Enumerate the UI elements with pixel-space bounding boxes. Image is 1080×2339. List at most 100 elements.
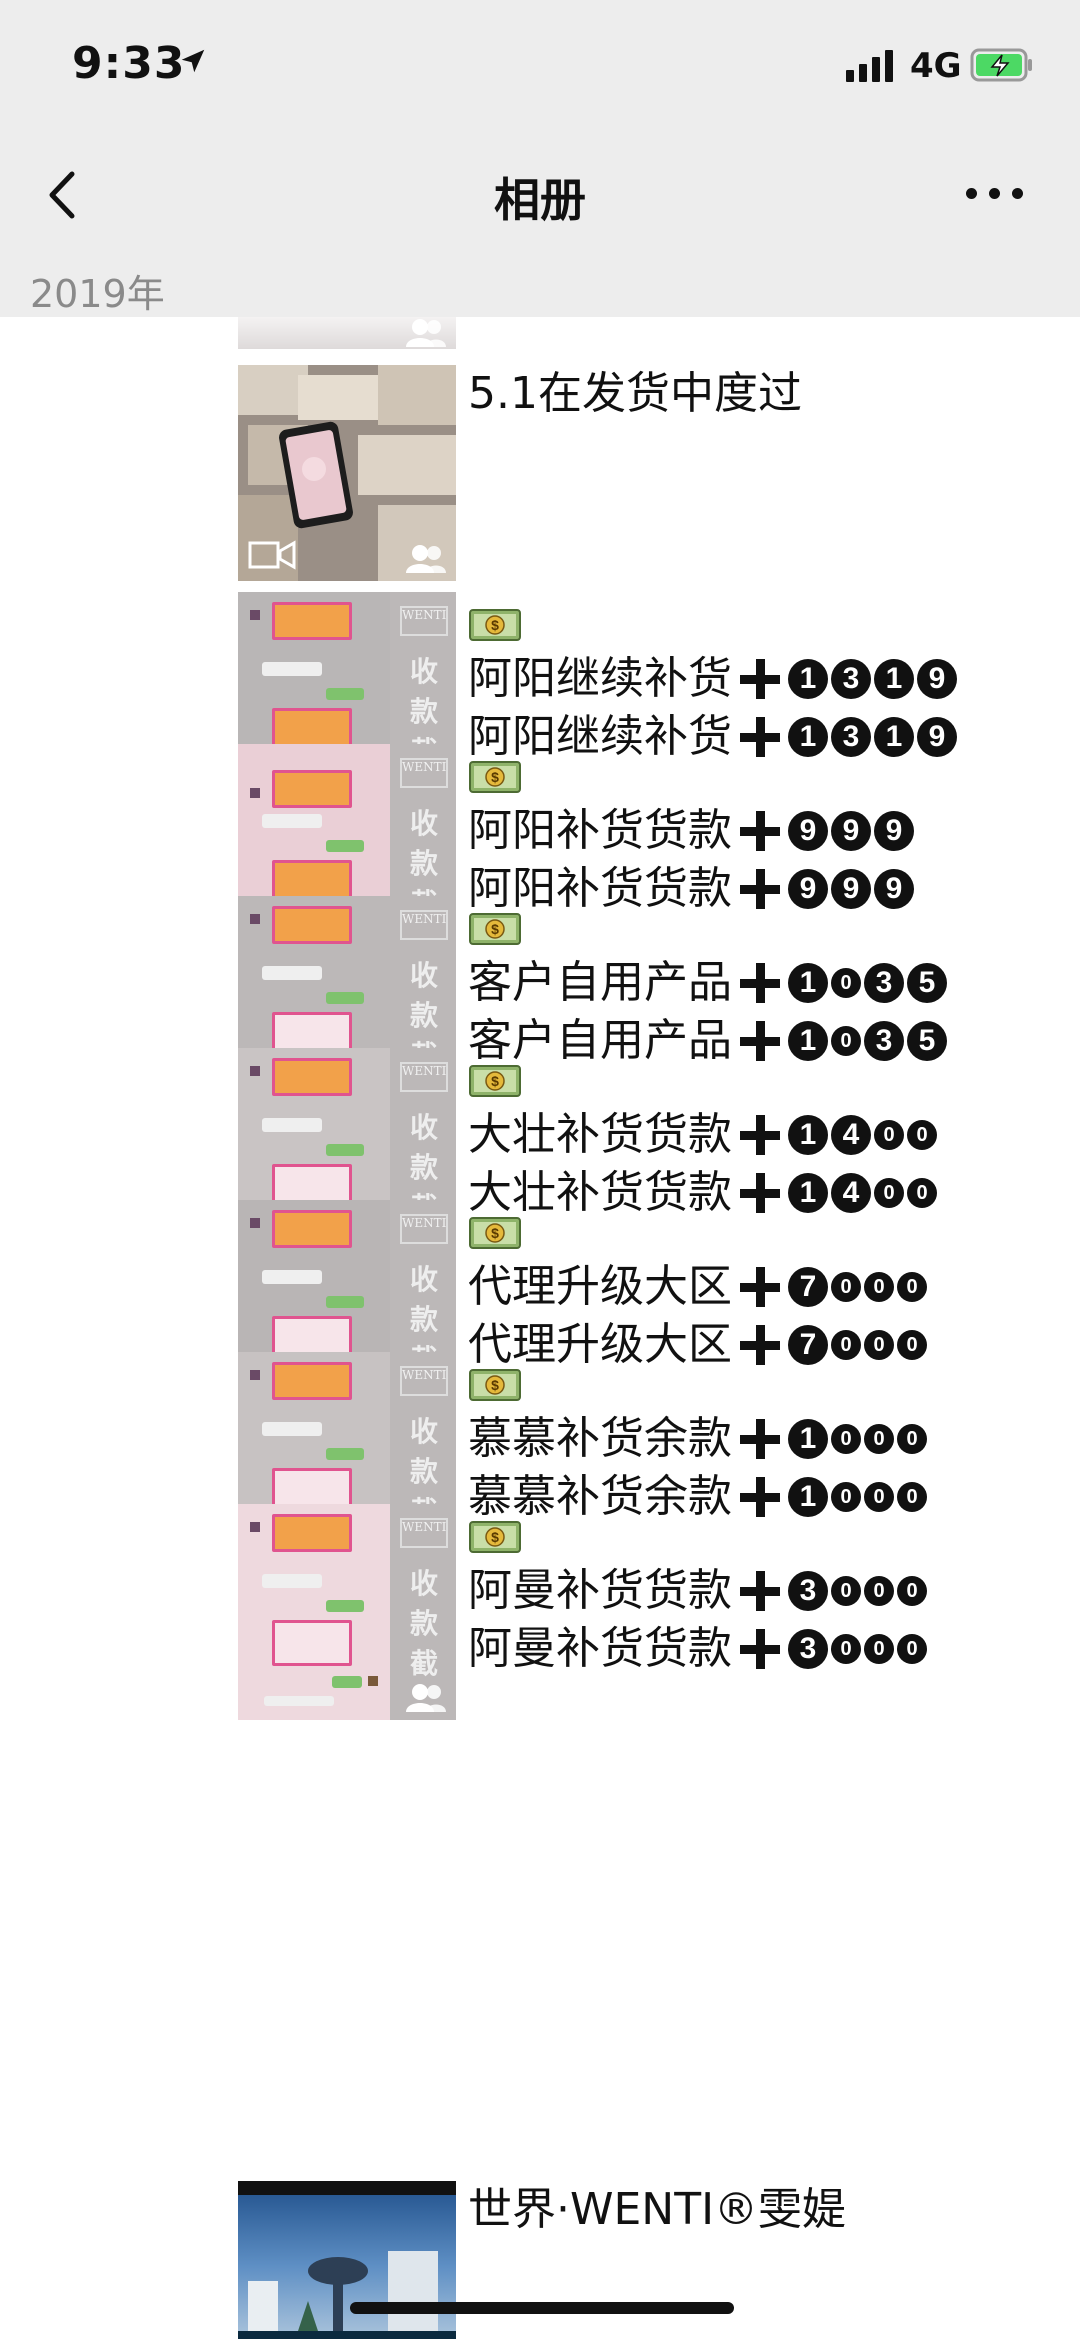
network-type: 4G — [910, 46, 962, 86]
svg-text:$: $ — [491, 1073, 499, 1089]
money-bag-emoji: $ — [469, 1065, 521, 1097]
caption-text: 客户自用产品 — [468, 957, 732, 1008]
year-header: 2019年 — [0, 255, 1080, 317]
caption-text: 阿阳补货货款 — [468, 863, 732, 914]
back-chevron-icon[interactable] — [40, 160, 90, 230]
caption-text: 阿阳补货货款 — [468, 805, 732, 856]
nav-bar: 相册 — [0, 130, 1080, 255]
people-icon — [406, 1684, 446, 1712]
heavy-plus-emoji — [740, 1571, 780, 1611]
people-icon — [406, 319, 446, 347]
year-label: 2019年 — [30, 272, 165, 316]
location-arrow-icon — [181, 49, 205, 73]
post-thumbnail-screenshot[interactable]: WENTI 收款截 — [238, 1504, 456, 1720]
caption-text: 慕慕补货余款 — [468, 1471, 732, 1522]
heavy-plus-emoji — [740, 869, 780, 909]
heavy-plus-emoji — [740, 811, 780, 851]
heavy-plus-emoji — [740, 1629, 780, 1669]
chat-screenshot — [246, 1504, 386, 1720]
wenti-logo: WENTI — [400, 910, 448, 940]
post-thumbnail-video[interactable] — [238, 365, 456, 581]
money-bag-emoji: $ — [469, 1369, 521, 1401]
wenti-logo: WENTI — [400, 1366, 448, 1396]
caption-text: 客户自用产品 — [468, 1015, 732, 1066]
people-icon — [406, 545, 446, 573]
money-bag-emoji: $ — [469, 609, 521, 641]
money-bag-emoji: $ — [469, 761, 521, 793]
caption-text: 大壮补货货款 — [468, 1109, 732, 1160]
money-bag-emoji: $ — [469, 1217, 521, 1249]
more-dots-icon[interactable] — [966, 178, 1036, 208]
parcel-photo — [238, 365, 456, 581]
wenti-logo: WENTI — [400, 606, 448, 636]
caption-text: 大壮补货货款 — [468, 1167, 732, 1218]
building-photo — [238, 2181, 456, 2339]
svg-text:$: $ — [491, 769, 499, 785]
heavy-plus-emoji — [740, 659, 780, 699]
caption-text: 阿曼补货货款 — [468, 1565, 732, 1616]
post-thumbnail-building[interactable] — [238, 2181, 456, 2339]
heavy-plus-emoji — [740, 1419, 780, 1459]
thumbnail-vertical-text: 收款截 — [409, 1567, 438, 1680]
post-caption: 5.1在发货中度过 — [468, 368, 802, 419]
svg-text:$: $ — [491, 1377, 499, 1393]
heavy-plus-emoji — [740, 1115, 780, 1155]
post-thumbnail-partial[interactable] — [238, 317, 456, 349]
caption-text: 阿阳继续补货 — [468, 711, 732, 762]
svg-text:$: $ — [491, 1225, 499, 1241]
heavy-plus-emoji — [740, 1173, 780, 1213]
album-feed[interactable]: 5.1在发货中度过 WENTI 收款截 — [0, 317, 1080, 2339]
wenti-logo: WENTI — [400, 758, 448, 788]
money-bag-emoji: $ — [469, 913, 521, 945]
wenti-logo: WENTI — [400, 1518, 448, 1548]
caption-text: 慕慕补货余款 — [468, 1413, 732, 1464]
heavy-plus-emoji — [740, 1325, 780, 1365]
post-caption: 世界·WENTI®雯媞 — [468, 2184, 847, 2235]
heavy-plus-emoji — [740, 1021, 780, 1061]
thumbnail-side-panel: WENTI 收款截 — [390, 1504, 456, 1720]
caption-text: 代理升级大区 — [468, 1319, 732, 1370]
heavy-plus-emoji — [740, 1267, 780, 1307]
status-time: 9:33 — [72, 38, 186, 89]
signal-icon — [846, 50, 893, 82]
caption-text: 阿阳继续补货 — [468, 653, 732, 704]
page-title: 相册 — [494, 173, 586, 227]
svg-text:$: $ — [491, 1529, 499, 1545]
heavy-plus-emoji — [740, 963, 780, 1003]
video-icon — [248, 540, 296, 570]
wenti-logo: WENTI — [400, 1214, 448, 1244]
home-indicator[interactable] — [350, 2302, 734, 2314]
battery-charging-icon — [970, 48, 1032, 82]
money-bag-emoji: $ — [469, 1521, 521, 1553]
caption-text: 阿曼补货货款 — [468, 1623, 732, 1674]
svg-text:$: $ — [491, 617, 499, 633]
status-bar: 9:33 4G — [0, 0, 1080, 130]
heavy-plus-emoji — [740, 717, 780, 757]
payment-screenshot: WENTI 收款截 — [238, 1504, 456, 1720]
svg-text:$: $ — [491, 921, 499, 937]
caption-text: 代理升级大区 — [468, 1261, 732, 1312]
wenti-logo: WENTI — [400, 1062, 448, 1092]
heavy-plus-emoji — [740, 1477, 780, 1517]
